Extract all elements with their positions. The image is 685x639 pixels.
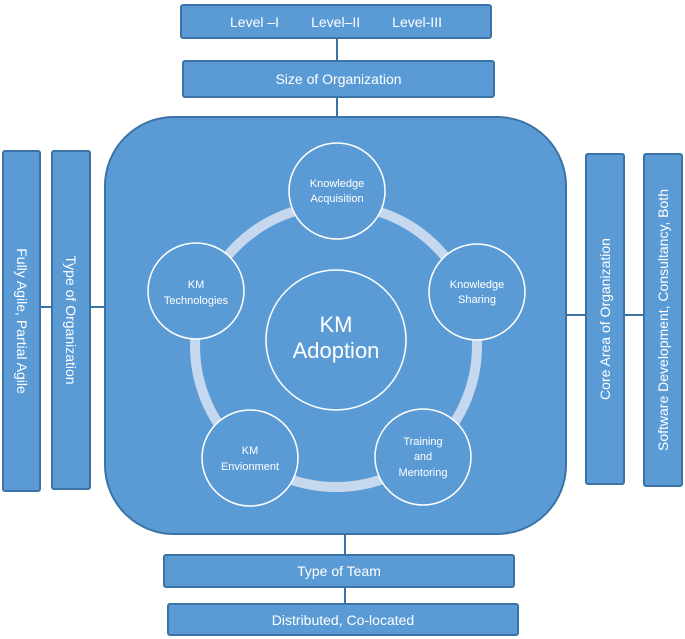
node-training-and-mentoring: Training and Mentoring — [374, 408, 472, 506]
center-node: KM Adoption — [265, 269, 407, 411]
levels-box: Level –I Level–II Level-III — [180, 4, 492, 39]
node-training-line2: and — [414, 451, 432, 463]
connector-right-boxes — [624, 314, 644, 316]
type-of-team-box: Type of Team — [163, 554, 515, 588]
distribution-box: Distributed, Co-located — [167, 603, 519, 636]
connector-top — [336, 38, 338, 60]
software-development-box: Software Development, Consultancy, Both — [643, 153, 683, 487]
node-knowledge-acquisition-line1: Knowledge — [310, 178, 364, 190]
distribution-label: Distributed, Co-located — [271, 611, 415, 628]
agile-box: Fully Agile, Partial Agile — [2, 150, 41, 492]
node-km-environment: KM Envionment — [201, 409, 299, 507]
level-3-label: Level-III — [392, 13, 442, 30]
node-knowledge-acquisition: Knowledge Acquisition — [288, 142, 386, 240]
connector-left-to-main — [90, 306, 105, 308]
type-of-organization-label: Type of Organization — [63, 255, 79, 385]
node-knowledge-sharing-line1: Knowledge — [450, 279, 504, 291]
size-of-organization-box: Size of Organization — [182, 60, 495, 98]
agile-label: Fully Agile, Partial Agile — [13, 248, 30, 394]
level-1-label: Level –I — [230, 13, 280, 30]
core-area-label: Core Area of Organization — [597, 238, 613, 400]
node-km-technologies-line1: KM — [188, 279, 205, 291]
connector-main-to-right — [566, 314, 586, 316]
level-2-label: Level–II — [311, 13, 361, 30]
connector-team-to-distribution — [344, 587, 346, 604]
node-km-technologies: KM Technologies — [147, 242, 245, 340]
center-title-line2: Adoption — [293, 338, 380, 363]
connector-size-to-main — [336, 97, 338, 117]
node-km-technologies-line2: Technologies — [164, 295, 229, 307]
center-title-line1: KM — [320, 312, 353, 337]
software-development-label: Software Development, Consultancy, Both — [655, 189, 671, 451]
node-knowledge-sharing-line2: Sharing — [458, 294, 496, 306]
node-km-environment-line2: Envionment — [221, 461, 279, 473]
node-knowledge-sharing: Knowledge Sharing — [428, 243, 526, 341]
connector-left-boxes — [40, 306, 52, 308]
node-knowledge-acquisition-line2: Acquisition — [310, 193, 363, 205]
node-km-environment-line1: KM — [242, 445, 259, 457]
size-of-organization-label: Size of Organization — [275, 71, 402, 87]
node-training-line1: Training — [403, 436, 442, 448]
type-of-team-label: Type of Team — [297, 563, 381, 579]
core-area-box: Core Area of Organization — [585, 153, 625, 485]
connector-main-to-team — [344, 534, 346, 556]
node-training-line3: Mentoring — [399, 467, 448, 479]
type-of-organization-box: Type of Organization — [51, 150, 91, 490]
